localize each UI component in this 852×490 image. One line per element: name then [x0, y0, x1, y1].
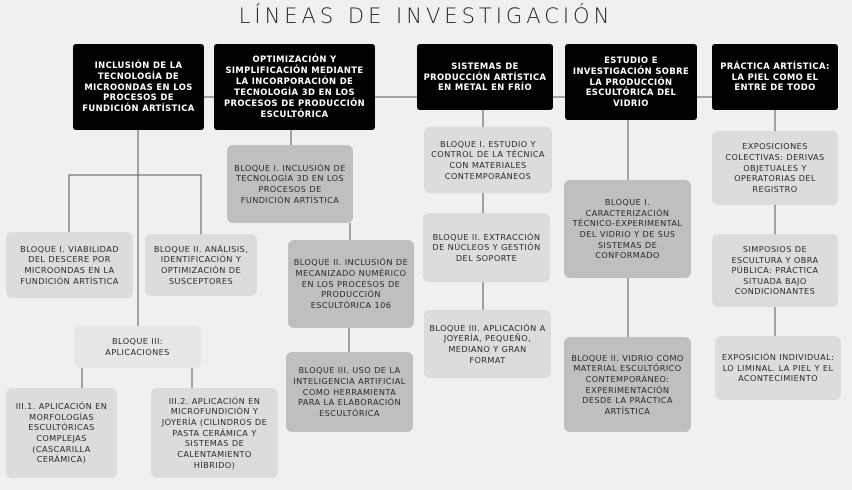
col1-bloque-3: BLOQUE III: APLICACIONES	[74, 326, 201, 368]
head-tecnologia-3d: OPTIMIZACIÓN Y SIMPLIFICACIÓN MEDIANTE L…	[214, 44, 375, 130]
col5-exposiciones-colectivas: EXPOSICIONES COLECTIVAS: DERIVAS OBJETUA…	[712, 131, 838, 205]
head-metal-frio: SISTEMAS DE PRODUCCIÓN ARTÍSTICA EN META…	[417, 44, 553, 110]
col1-bloque-3-1: III.1. APLICACIÓN EN MORFOLOGÍAS ESCULTÓ…	[6, 388, 117, 478]
col4-bloque-1: BLOQUE I. CARACTERIZACIÓN TÉCNICO-EXPERI…	[564, 180, 691, 278]
col4-bloque-2: BLOQUE II. VIDRIO COMO MATERIAL ESCULTÓR…	[564, 337, 691, 432]
col3-bloque-1: BLOQUE I. ESTUDIO Y CONTROL DE LA TÉCNIC…	[424, 127, 552, 193]
col1-bloque-1: BLOQUE I. VIABILIDAD DEL DESCERE POR MIC…	[6, 232, 133, 298]
col3-bloque-2: BLOQUE II. EXTRACCIÓN DE NÚCLEOS Y GESTI…	[423, 213, 550, 282]
head-vidrio: ESTUDIO E INVESTIGACIÓN SOBRE LA PRODUCC…	[565, 44, 697, 120]
col5-simposios: SIMPOSIOS DE ESCULTURA Y OBRA PÚBLICA: P…	[712, 234, 838, 307]
col3-bloque-3: BLOQUE III. APLICACIÓN A JOYERÍA, PEQUEÑ…	[424, 310, 551, 378]
col2-bloque-2: BLOQUE II. INCLUSIÓN DE MECANIZADO NUMÉR…	[288, 240, 414, 328]
col2-bloque-3: BLOQUE III. USO DE LA INTELIGENCIA ARTIF…	[286, 352, 413, 432]
col1-bloque-2: BLOQUE II. ANÁLISIS, IDENTIFICACIÓN Y OP…	[145, 234, 257, 296]
page-title: LÍNEAS DE INVESTIGACIÓN	[238, 4, 614, 28]
col5-exposicion-individual: EXPOSICIÓN INDIVIDUAL: LO LIMINAL. LA PI…	[715, 336, 841, 400]
col1-bloque-3-2: III.2. APLICACIÓN EN MICROFUNDICIÓN Y JO…	[151, 388, 278, 478]
head-microondas: INCLUSIÓN DE LA TECNOLOGÍA DE MICROONDAS…	[73, 44, 204, 130]
head-practica-artistica: PRÁCTICA ARTÍSTICA: LA PIEL COMO EL ENTR…	[712, 44, 838, 110]
col2-bloque-1: BLOQUE I. INCLUSIÓN DE TECNOLOGÍA 3D EN …	[227, 145, 353, 223]
